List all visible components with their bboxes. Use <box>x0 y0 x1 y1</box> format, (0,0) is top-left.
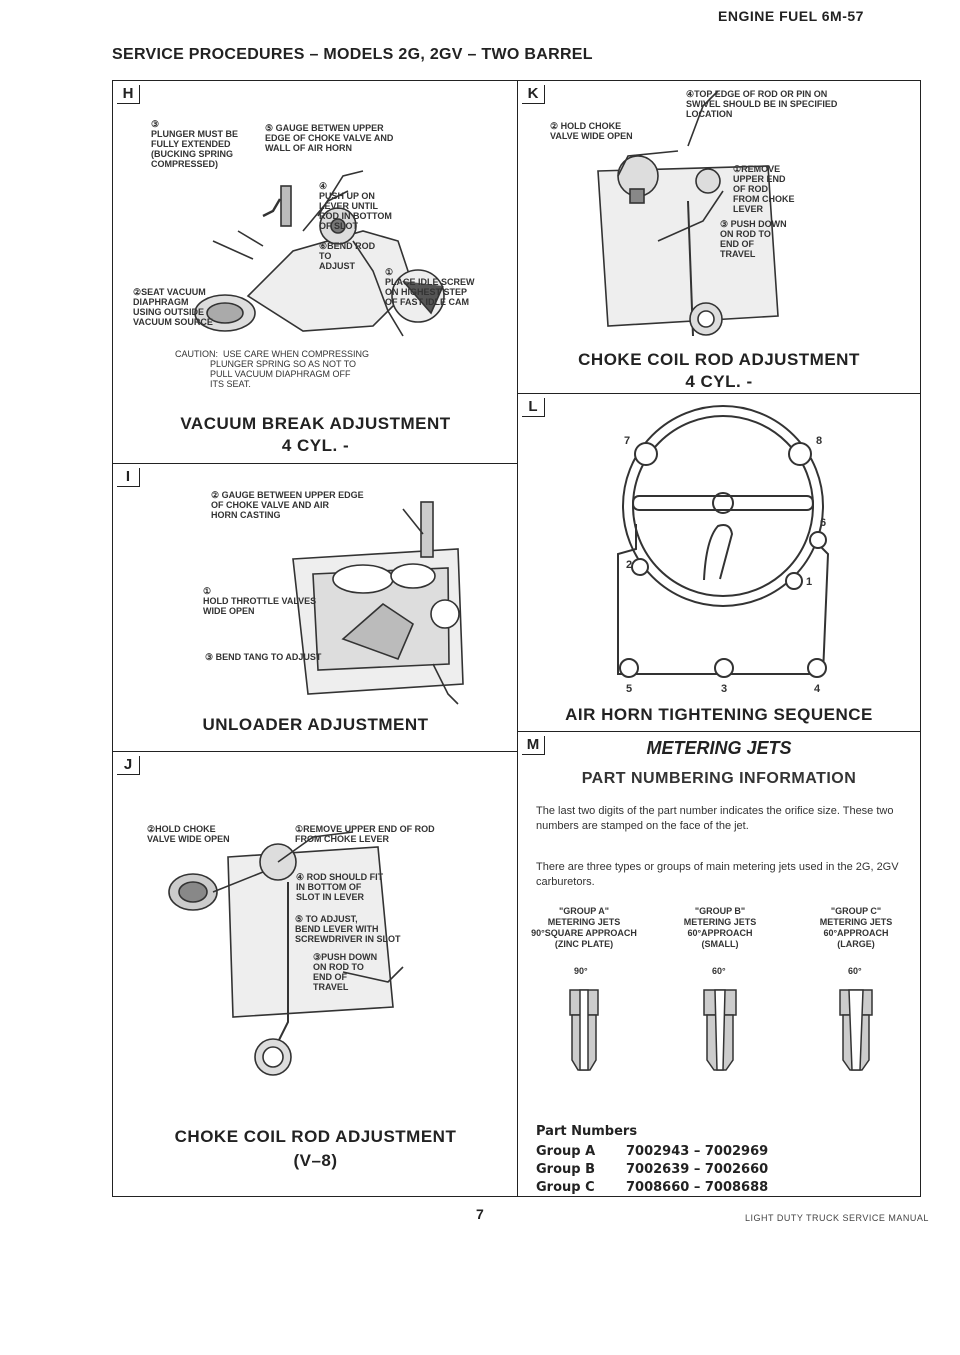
label-seat-vacuum-diaphragm: ②SEAT VACUUM DIAPHRAGM USING OUTSIDE VAC… <box>133 287 213 327</box>
label-bend-rod: ⑥BEND ROD TO ADJUST <box>319 241 376 271</box>
panel-letter: I <box>117 468 140 487</box>
vacuum-break-drawing <box>194 170 445 337</box>
bolt-number-1: 1 <box>806 576 813 588</box>
bolt-number-8: 8 <box>816 435 823 447</box>
bolt-number-3: 3 <box>721 683 728 695</box>
header-section-title: ENGINE FUEL 6M-57 <box>718 8 864 24</box>
group-a-description: "GROUP A" METERING JETS 90°SQUARE APPROA… <box>531 906 637 949</box>
panel-letter: J <box>117 756 140 775</box>
panel-caption: VACUUM BREAK ADJUSTMENT <box>180 414 451 433</box>
bolt-number-5: 5 <box>626 683 633 695</box>
part-number-group: Group A <box>536 1144 596 1159</box>
group-b-angle: 60° <box>712 966 726 976</box>
label-gauge-upper-edge: ② GAUGE BETWEEN UPPER EDGE OF CHOKE VALV… <box>211 490 364 520</box>
label-to-adjust: ⑤ TO ADJUST, BEND LEVER WITH SCREWDRIVER… <box>295 914 401 944</box>
part-number-range: 7002943 – 7002969 <box>626 1144 769 1159</box>
panel-caption: UNLOADER ADJUSTMENT <box>202 715 429 734</box>
bolt-number-6: 6 <box>820 517 827 529</box>
metering-jets-drawing <box>569 989 873 1071</box>
panel-choke-coil-rod-4cyl: K ④TOP EDGE OF ROD OR PIN ON SWIVEL SHOU… <box>517 80 921 395</box>
page-number: 7 <box>476 1206 484 1222</box>
part-number-range: 7002639 – 7002660 <box>626 1162 769 1177</box>
label-plunger-extended: ③ PLUNGER MUST BE FULLY EXTENDED (BUCKIN… <box>151 119 239 169</box>
label-remove-upper-end: ①REMOVE UPPER END OF ROD FROM CHOKE LEVE… <box>733 164 795 214</box>
panel-choke-coil-rod-v8: J ②HOLD CHOKE VALVE WIDE OPEN ①REMOVE UP… <box>112 751 519 1197</box>
panel-caption-sub: 4 CYL. - <box>685 372 753 391</box>
panel-caption: CHOKE COIL ROD ADJUSTMENT <box>174 1127 457 1146</box>
header-page-title: SERVICE PROCEDURES – MODELS 2G, 2GV – TW… <box>112 46 593 63</box>
group-c-angle: 60° <box>848 966 862 976</box>
part-number-row: Group B 7002639 – 7002660 <box>536 1162 768 1177</box>
part-numbers-title: Part Numbers <box>536 1124 638 1139</box>
metering-paragraph-1: The last two digits of the part number i… <box>536 805 894 832</box>
caution-note: CAUTION: USE CARE WHEN COMPRESSING PLUNG… <box>175 349 370 389</box>
bolt-number-7: 7 <box>624 435 631 447</box>
panel-vacuum-break-adjustment: H ③ PLUNGER MUST BE FULLY EXTENDED (BUCK… <box>112 80 519 465</box>
label-hold-throttle: ① HOLD THROTTLE VALVES WIDE OPEN <box>203 586 317 616</box>
air-horn-drawing <box>617 405 830 678</box>
panel-caption: CHOKE COIL ROD ADJUSTMENT <box>578 350 860 369</box>
bolt-number-4: 4 <box>814 683 821 695</box>
choke-coil-rod-4cyl-drawing <box>597 90 779 337</box>
metering-paragraph-2: There are three types or groups of main … <box>536 861 899 888</box>
label-place-idle-screw: ① PLACE IDLE SCREW ON HIGHEST STEP OF FA… <box>385 267 475 307</box>
group-c-description: "GROUP C" METERING JETS 60°APPROACH (LAR… <box>819 906 893 949</box>
bolt-number-2: 2 <box>626 559 633 571</box>
panel-caption-sub: 4 CYL. - <box>281 436 350 455</box>
group-b-description: "GROUP B" METERING JETS 60°APPROACH (SMA… <box>683 906 757 949</box>
part-number-row: Group C 7008660 – 7008688 <box>536 1180 768 1195</box>
part-number-row: Group A 7002943 – 7002969 <box>536 1144 768 1159</box>
label-push-down-rod: ③PUSH DOWN ON ROD TO END OF TRAVEL <box>313 952 378 992</box>
part-number-range: 7008660 – 7008688 <box>626 1180 769 1195</box>
label-hold-choke-open: ②HOLD CHOKE VALVE WIDE OPEN <box>147 824 230 844</box>
panel-letter: L <box>522 398 545 417</box>
label-hold-choke-open: ② HOLD CHOKE VALVE WIDE OPEN <box>550 121 633 141</box>
label-push-up-lever: ④ PUSH UP ON LEVER UNTIL ROD IN BOTTOM O… <box>319 181 392 231</box>
label-remove-upper-end: ①REMOVE UPPER END OF ROD FROM CHOKE LEVE… <box>295 824 435 844</box>
panel-letter: K <box>522 85 545 104</box>
panel-unloader-adjustment: I ② GAUGE BETWEEN UPPER EDGE OF CHOKE VA… <box>112 463 519 753</box>
panel-letter: M <box>522 736 545 755</box>
part-number-group: Group B <box>536 1162 596 1177</box>
group-a-angle: 90° <box>574 966 588 976</box>
label-top-edge-rod: ④TOP EDGE OF ROD OR PIN ON SWIVEL SHOULD… <box>686 89 838 119</box>
panel-metering-jets: M METERING JETS PART NUMBERING INFORMATI… <box>517 731 921 1197</box>
metering-jets-title: METERING JETS <box>646 738 792 758</box>
panel-air-horn-tightening: L 7 8 6 2 1 5 3 4 AIR HORN TIGHTENING SE… <box>517 393 921 733</box>
label-bend-tang: ③ BEND TANG TO ADJUST <box>205 652 322 662</box>
panel-caption-sub: (V–8) <box>293 1151 338 1170</box>
label-push-down-rod: ③ PUSH DOWN ON ROD TO END OF TRAVEL <box>720 219 787 259</box>
unloader-drawing <box>292 501 464 705</box>
part-number-group: Group C <box>536 1180 595 1195</box>
manual-name: LIGHT DUTY TRUCK SERVICE MANUAL <box>745 1213 929 1223</box>
panel-letter: H <box>117 85 140 104</box>
label-gauge-between: ⑤ GAUGE BETWEN UPPER EDGE OF CHOKE VALVE… <box>265 123 394 153</box>
metering-jets-subtitle: PART NUMBERING INFORMATION <box>581 770 857 787</box>
label-rod-fit-bottom: ④ ROD SHOULD FIT IN BOTTOM OF SLOT IN LE… <box>296 872 384 902</box>
panel-caption: AIR HORN TIGHTENING SEQUENCE <box>565 705 873 724</box>
choke-coil-rod-v8-drawing <box>168 831 404 1076</box>
